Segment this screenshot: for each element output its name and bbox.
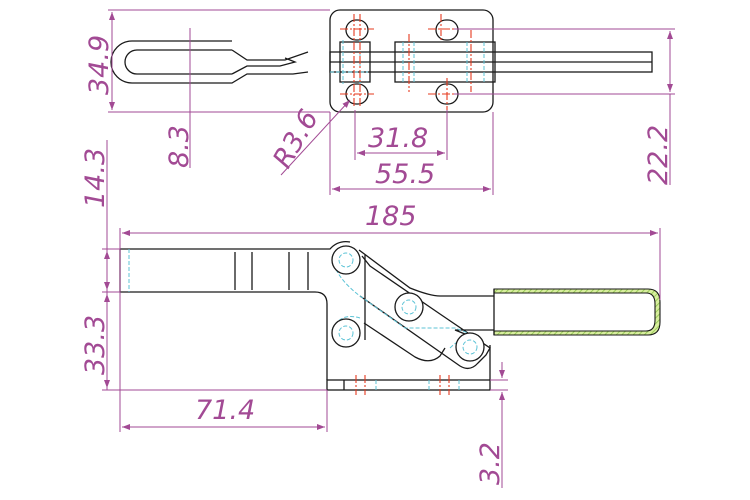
pivot-pin [394, 292, 424, 322]
side-view: 185 14.3 33.3 71.4 3.2 [80, 140, 661, 488]
dim-handle-width: 8.3 [164, 125, 195, 168]
pivot-pin [331, 318, 361, 348]
dim-width: 34.9 [84, 35, 115, 95]
dim-height: 33.3 [80, 315, 111, 375]
clamp-arm [119, 241, 351, 380]
dim-arm-reach: 71.4 [195, 395, 255, 426]
dim-hole-spacing-x: 31.8 [368, 123, 428, 154]
pivot-pins [331, 245, 485, 362]
pivot-pin [331, 245, 361, 275]
dim-base-thickness: 3.2 [475, 442, 506, 485]
mounting-holes [345, 19, 459, 105]
pivot-pin [455, 332, 485, 362]
dim-arm-height: 14.3 [80, 148, 111, 208]
link-plate [358, 249, 494, 370]
side-dimensions: 185 14.3 33.3 71.4 3.2 [80, 140, 661, 488]
top-view: 34.9 8.3 R3.6 31.8 55.5 22.2 [84, 9, 675, 195]
dim-radius: R3.6 [267, 105, 325, 174]
dim-hole-spacing-y: 22.2 [643, 125, 674, 185]
handle-loop [110, 40, 309, 84]
mounting-slot [345, 19, 369, 41]
dim-overall-length: 185 [365, 201, 417, 232]
mounting-slot [435, 19, 459, 41]
base-plate-side [326, 379, 491, 391]
dim-base-length: 55.5 [375, 159, 435, 190]
handle-grip [493, 288, 661, 336]
